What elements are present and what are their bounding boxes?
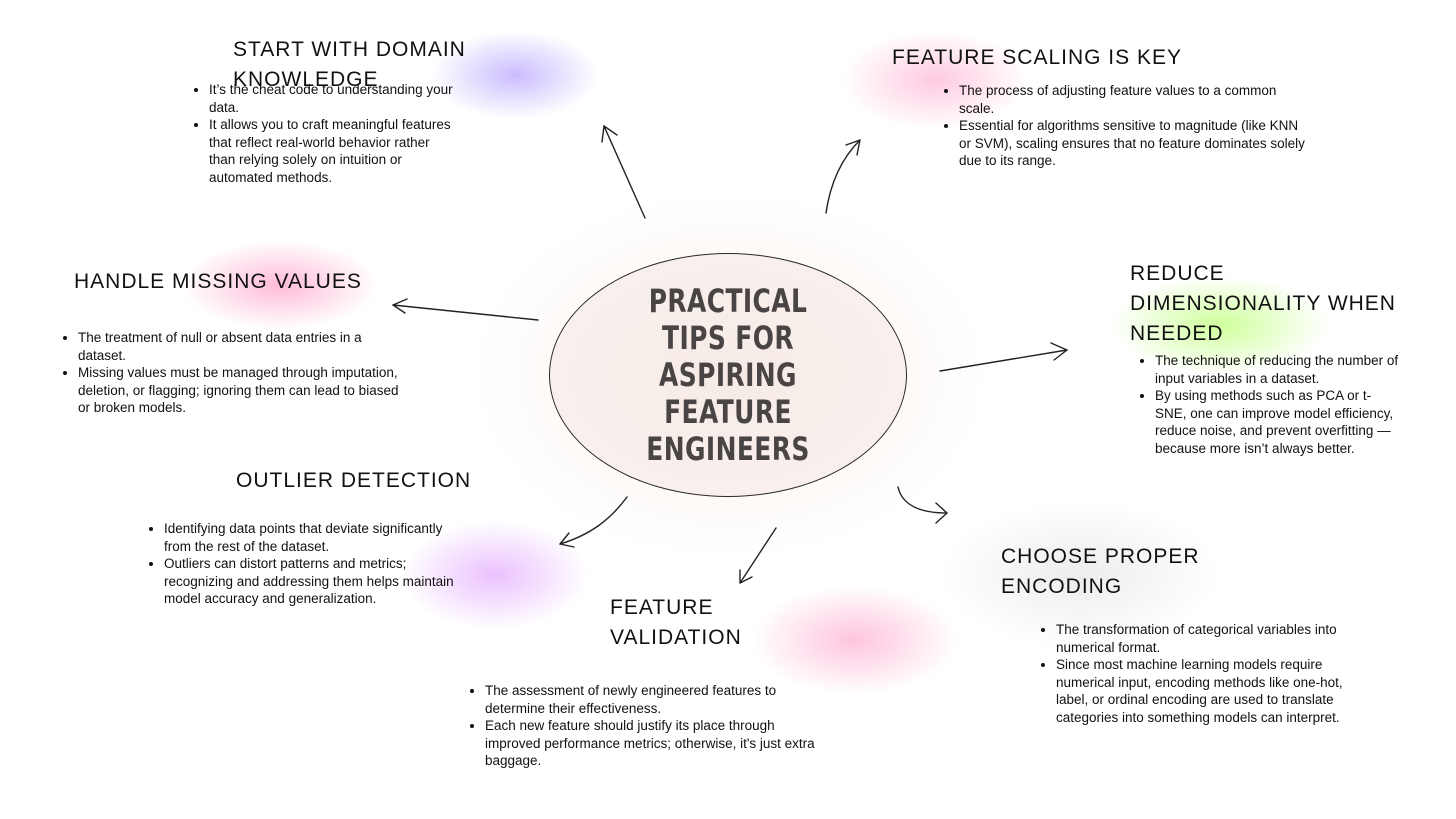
topic-heading: REDUCE DIMENSIONALITY WHEN NEEDED: [1130, 262, 1396, 345]
topic-dimensionality: REDUCE DIMENSIONALITY WHEN NEEDED: [1130, 259, 1420, 349]
topic-heading: START WITH DOMAIN KNOWLEDGE: [233, 38, 466, 91]
topic-feature-validation-details: The assessment of newly engineered featu…: [467, 682, 822, 770]
topic-feature-scaling: FEATURE SCALING IS KEY: [892, 43, 1212, 73]
bullet-item: Outliers can distort patterns and metric…: [164, 555, 466, 608]
arrow-to-missing-values: [392, 298, 539, 321]
bullet-item: It’s the cheat code to understanding you…: [209, 81, 456, 116]
topic-domain-knowledge: START WITH DOMAIN KNOWLEDGE: [233, 35, 613, 95]
bullet-item: The technique of reducing the number of …: [1155, 352, 1399, 387]
bullet-item: The process of adjusting feature values …: [959, 82, 1311, 117]
topic-outlier-detection-details: Identifying data points that deviate sig…: [146, 520, 466, 608]
topic-heading: CHOOSE PROPER ENCODING: [1001, 545, 1200, 598]
topic-encoding-details: The transformation of categorical variab…: [1038, 621, 1348, 726]
center-topic-oval: PRACTICAL TIPS FOR ASPIRING FEATURE ENGI…: [549, 253, 907, 497]
bullet-item: By using methods such as PCA or t-SNE, o…: [1155, 387, 1399, 457]
topic-heading: HANDLE MISSING VALUES: [74, 270, 362, 293]
bullet-item: Missing values must be managed through i…: [78, 364, 400, 417]
bullet-item: The treatment of null or absent data ent…: [78, 329, 400, 364]
bullet-item: It allows you to craft meaningful featur…: [209, 116, 456, 186]
arrow-to-encoding: [897, 486, 948, 524]
bullet-item: Essential for algorithms sensitive to ma…: [959, 117, 1311, 170]
topic-feature-scaling-details: The process of adjusting feature values …: [941, 82, 1311, 170]
arrow-to-domain-knowledge: [601, 125, 646, 219]
arrow-to-feature-scaling: [825, 139, 861, 214]
bullet-item: Identifying data points that deviate sig…: [164, 520, 466, 555]
bullet-item: The assessment of newly engineered featu…: [485, 682, 822, 717]
topic-encoding: CHOOSE PROPER ENCODING: [1001, 542, 1211, 602]
bullet-item: The transformation of categorical variab…: [1056, 621, 1348, 656]
topic-heading: FEATURE SCALING IS KEY: [892, 46, 1183, 69]
bullet-item: Each new feature should justify its plac…: [485, 717, 822, 770]
bullet-list: The transformation of categorical variab…: [1038, 621, 1348, 726]
topic-outlier-detection: OUTLIER DETECTION: [236, 466, 496, 496]
topic-domain-knowledge-details: It’s the cheat code to understanding you…: [191, 81, 456, 186]
topic-missing-values-details: The treatment of null or absent data ent…: [60, 329, 400, 417]
bullet-list: Identifying data points that deviate sig…: [146, 520, 466, 608]
center-title: PRACTICAL TIPS FOR ASPIRING FEATURE ENGI…: [646, 281, 810, 468]
topic-dimensionality-details: The technique of reducing the number of …: [1137, 352, 1399, 457]
arrow-to-outlier-detection: [559, 496, 628, 548]
bullet-item: Since most machine learning models requi…: [1056, 656, 1348, 726]
bullet-list: The technique of reducing the number of …: [1137, 352, 1399, 457]
topic-feature-validation: FEATURE VALIDATION: [610, 593, 760, 653]
arrow-to-feature-validation: [739, 527, 777, 584]
topic-heading: FEATURE VALIDATION: [610, 596, 742, 649]
bullet-list: The process of adjusting feature values …: [941, 82, 1311, 170]
bullet-list: It’s the cheat code to understanding you…: [191, 81, 456, 186]
bullet-list: The treatment of null or absent data ent…: [60, 329, 400, 417]
topic-heading: OUTLIER DETECTION: [236, 469, 472, 492]
topic-missing-values: HANDLE MISSING VALUES: [74, 267, 374, 297]
arrow-to-dimensionality: [939, 342, 1068, 372]
bullet-list: The assessment of newly engineered featu…: [467, 682, 822, 770]
